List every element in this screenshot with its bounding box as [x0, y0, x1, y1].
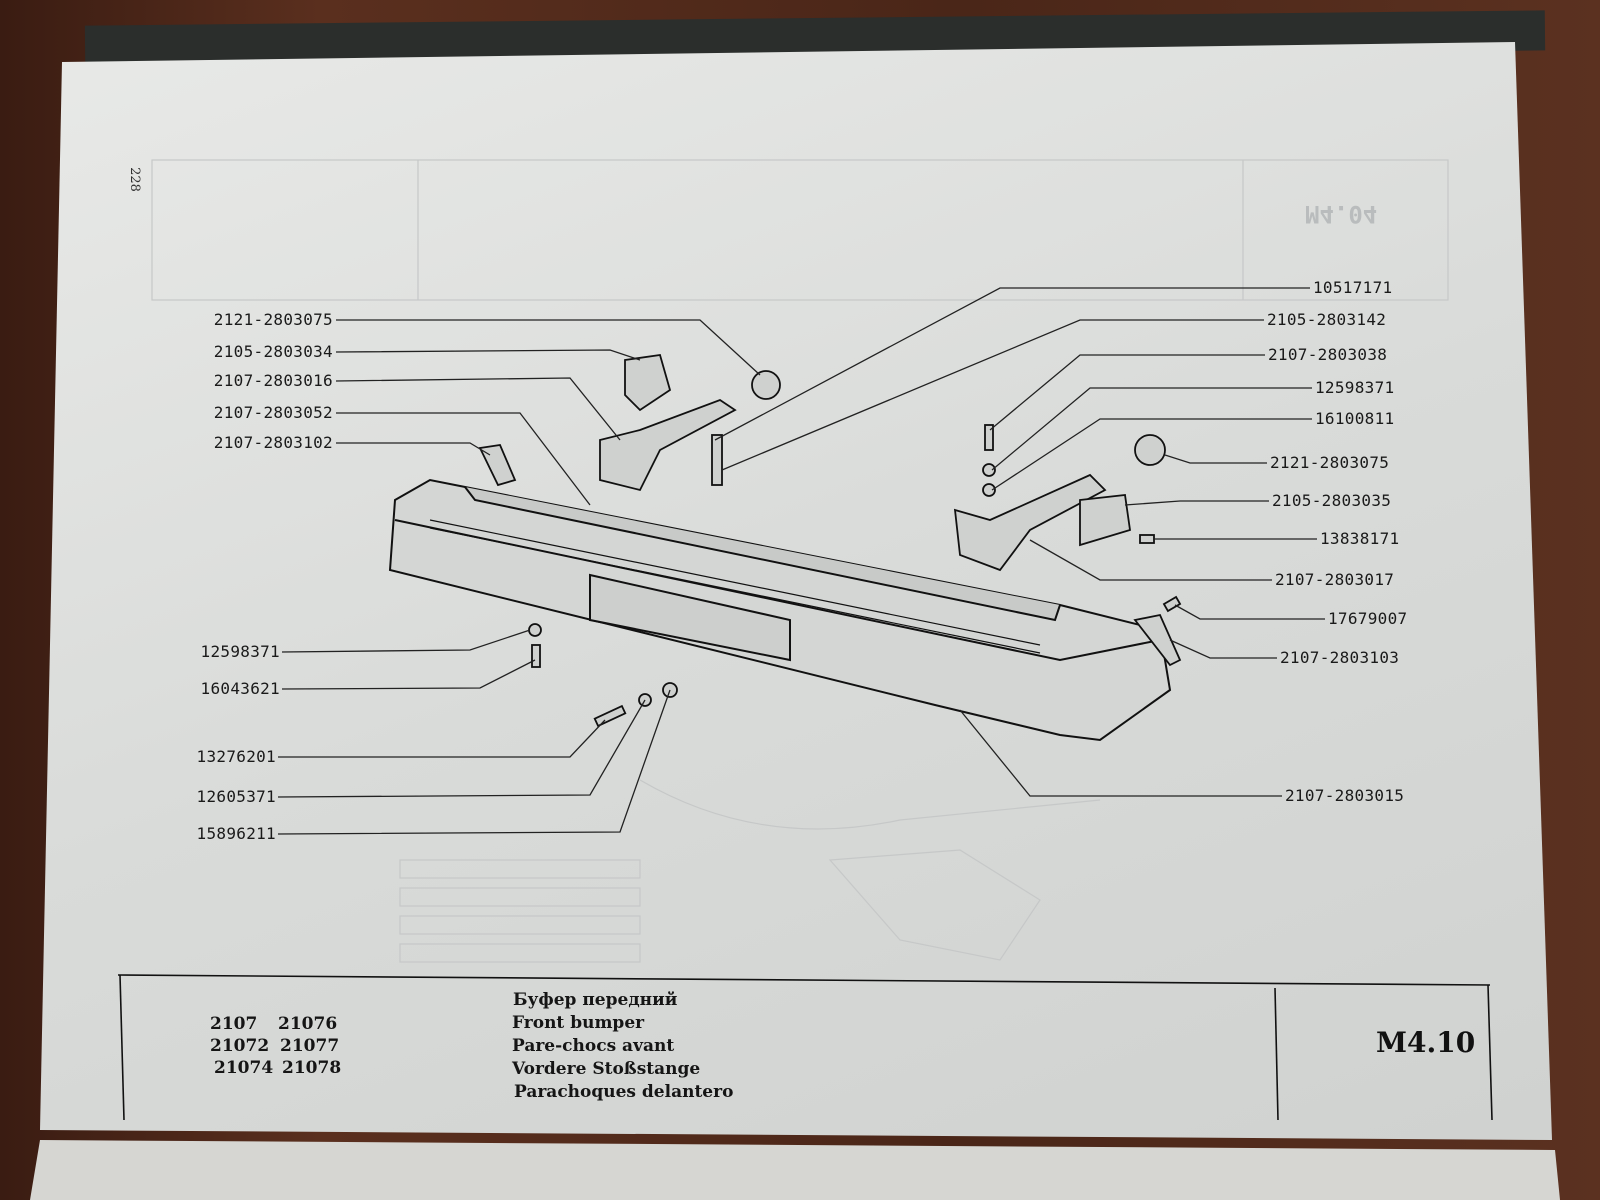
brackets-drawing [478, 353, 1182, 728]
title-english: Front bumper [512, 1013, 645, 1033]
model-code: 21074 [214, 1058, 274, 1078]
title-russian: Буфер передний [513, 990, 678, 1010]
callout-label: 12598371 [1315, 378, 1395, 397]
callout-label: 2105-2803035 [1272, 491, 1392, 510]
leader-lines [277, 287, 1325, 835]
callout-label: 12605371 [196, 787, 276, 806]
model-code: 21078 [282, 1058, 342, 1078]
callout-label: 16100811 [1315, 409, 1395, 428]
title-german: Vordere Stoßstange [512, 1059, 701, 1079]
callout-label: 2107-2803017 [1275, 570, 1395, 589]
callout-label: 2107-2803016 [213, 371, 333, 390]
callout-label: 2105-2803142 [1267, 310, 1387, 329]
callout-label: 2105-2803034 [213, 342, 333, 361]
callout-label: 2107-2803038 [1268, 345, 1388, 364]
page-number: 228 [126, 167, 142, 192]
callout-label: 13838171 [1320, 529, 1400, 548]
model-code: 21077 [280, 1036, 340, 1056]
model-code: 21076 [278, 1014, 338, 1034]
callout-label: 2107-2803015 [1285, 786, 1405, 805]
callout-label: 2107-2803103 [1280, 648, 1400, 667]
callout-label: 12598371 [200, 642, 280, 661]
callout-label: 2121-2803075 [213, 310, 333, 329]
callout-label: 2107-2803052 [213, 403, 333, 422]
callout-label: 13276201 [196, 747, 276, 766]
title-spanish: Parachoques delantero [514, 1082, 734, 1102]
callout-label: 2121-2803075 [1270, 453, 1390, 472]
front-bumper-drawing [388, 478, 1172, 742]
title-french: Pare-chocs avant [512, 1036, 675, 1056]
model-code: 21072 [210, 1036, 270, 1056]
callout-label: 16043621 [200, 679, 280, 698]
callout-label: 2107-2803102 [213, 433, 333, 452]
section-code: M4.10 [1376, 1026, 1476, 1059]
model-code: 2107 [210, 1014, 258, 1034]
callout-label: 15896211 [196, 824, 276, 843]
callout-label: 10517171 [1313, 278, 1393, 297]
callout-label: 17679007 [1328, 609, 1408, 628]
